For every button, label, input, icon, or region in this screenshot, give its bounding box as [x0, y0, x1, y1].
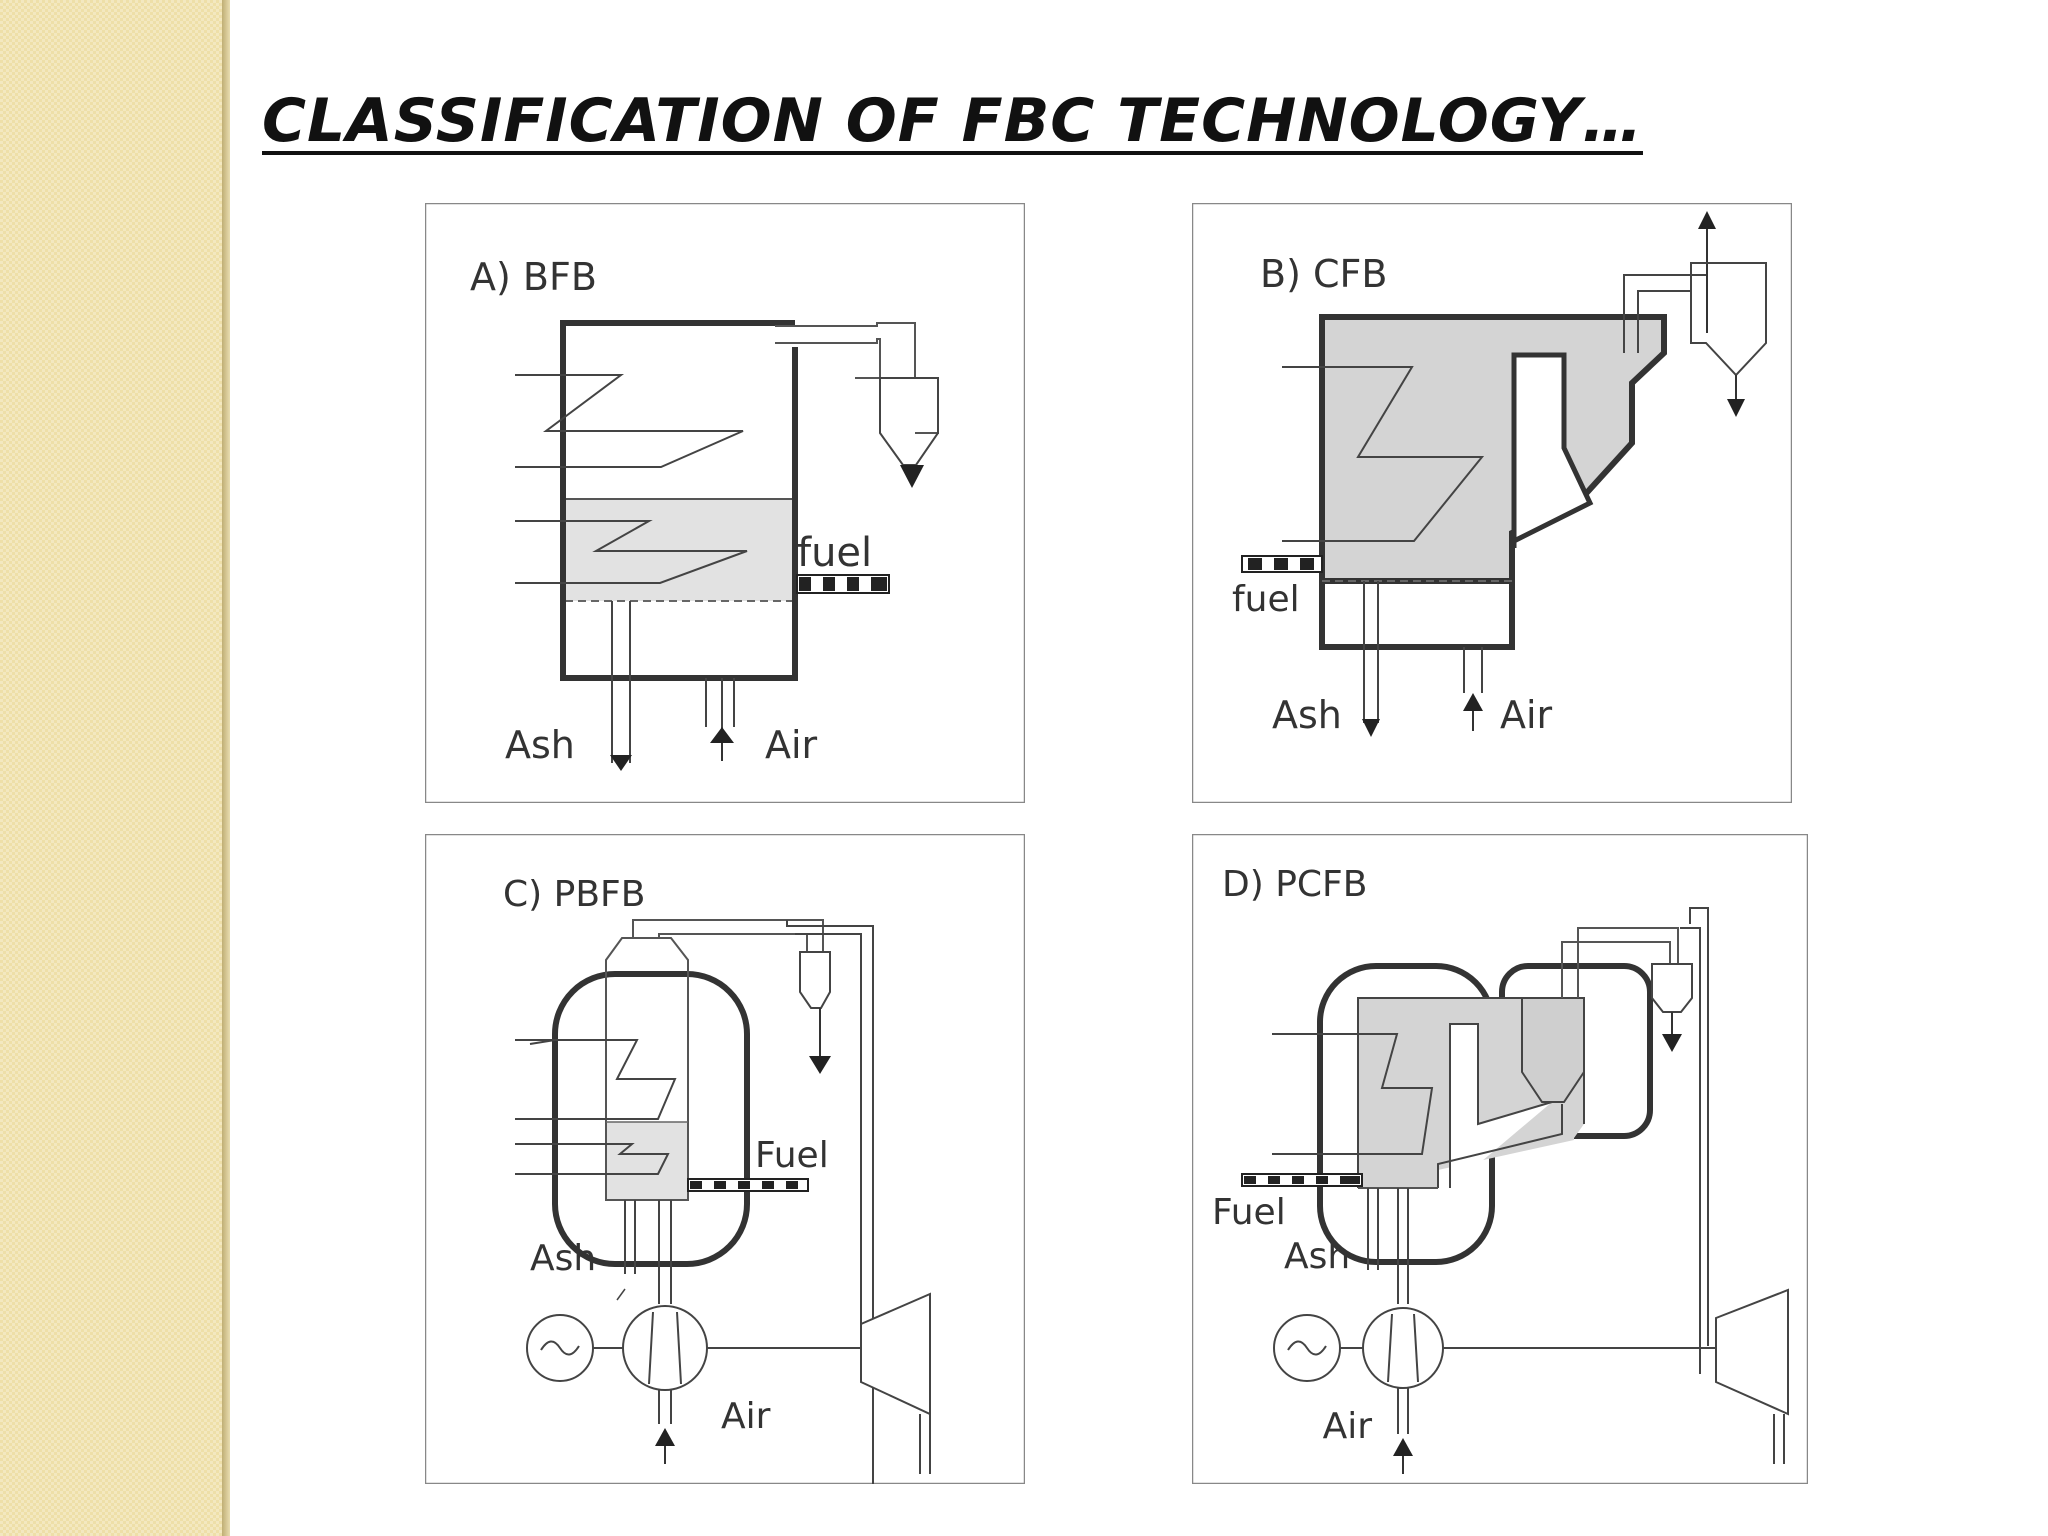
pcfb-fuel-label: Fuel — [1212, 1192, 1286, 1233]
pbfb-flue-duct-inner — [658, 933, 808, 952]
cfb-ash-label: Ash — [1272, 693, 1342, 737]
panel-pbfb: C) PBFB Fuel Ash Air — [425, 834, 1025, 1484]
pcfb-flue-duct-inner — [1577, 927, 1679, 998]
pbfb-title: C) PBFB — [503, 874, 645, 915]
pbfb-fuel-feeder-mark — [786, 1181, 798, 1189]
bfb-fuel-feeder — [796, 574, 890, 594]
pbfb-fuel-feeder-mark — [714, 1181, 726, 1189]
cfb-title: B) CFB — [1260, 252, 1387, 296]
side-stripe-edge — [222, 0, 230, 1536]
pcfb-gas-to-turbine-outer — [1689, 907, 1709, 1346]
pcfb-fuel-feeder-mark — [1340, 1176, 1360, 1184]
decorative-side-stripe — [0, 0, 222, 1536]
cfb-air-arrow — [1463, 693, 1483, 711]
pcfb-air-label: Air — [1323, 1406, 1373, 1447]
pcfb-compressor-blades — [1387, 1313, 1419, 1383]
bfb-cyclone-down-arrow — [900, 465, 924, 488]
bfb-air-arrow — [710, 727, 734, 743]
cfb-lower-combustor-wall — [1319, 578, 1515, 650]
pbfb-generator-sine-icon — [540, 1340, 580, 1356]
bfb-fuel-feeder-mark — [847, 577, 859, 591]
panel-cfb: B) CFB fuel Ash Air — [1192, 203, 1792, 803]
pbfb-gas-to-turbine-inner — [795, 933, 862, 1324]
pbfb-flue-duct-outer — [632, 919, 824, 952]
cfb-air-label: Air — [1500, 693, 1553, 737]
cfb-fuel-feeder-mark — [1274, 558, 1288, 570]
cfb-heat-exchanger — [1282, 366, 1485, 542]
pcfb-fuel-feeder-mark — [1292, 1176, 1304, 1184]
pbfb-ash-label: Ash — [530, 1238, 596, 1279]
pbfb-compressor-blades — [648, 1311, 682, 1385]
pcfb-air-arrow — [1393, 1438, 1413, 1456]
bfb-air-label: Air — [765, 723, 818, 767]
pbfb-upper-heat-exchanger — [515, 1039, 677, 1120]
bfb-combustor-wall — [560, 320, 798, 681]
pbfb-panel-frame — [425, 834, 1025, 1484]
bfb-fuel-feeder-mark — [799, 577, 811, 591]
bfb-fuel-feeder-mark — [871, 577, 887, 591]
pcfb-fuel-feeder-mark — [1244, 1176, 1256, 1184]
pcfb-flue-duct-outer — [1561, 941, 1671, 998]
cfb-return-leg — [1511, 352, 1594, 548]
pcfb-fuel-feeder-mark — [1316, 1176, 1328, 1184]
bfb-bed-heat-exchanger — [515, 520, 748, 584]
pbfb-combustor — [605, 937, 689, 1201]
cfb-gas-out-arrow — [1698, 211, 1716, 229]
cfb-ash-arrow — [1362, 719, 1380, 737]
pbfb-air-label: Air — [721, 1396, 771, 1437]
bfb-ash-label: Ash — [505, 723, 575, 767]
pcfb-cyclone — [1521, 997, 1585, 1103]
pbfb-fuel-feeder-mark — [738, 1181, 750, 1189]
pcfb-fuel-feeder-mark — [1268, 1176, 1280, 1184]
pcfb-generator-sine-icon — [1287, 1340, 1327, 1356]
bfb-upper-heat-exchanger — [515, 374, 744, 468]
cfb-fuel-feeder-mark — [1248, 558, 1262, 570]
cfb-gas-fill — [1322, 317, 1664, 581]
pbfb-ash-discharge-mark — [616, 1288, 626, 1301]
cfb-fuel-label: fuel — [1232, 579, 1300, 620]
bfb-ash-arrow — [610, 755, 632, 771]
pcfb-gas-to-turbine-inner — [1680, 927, 1701, 1374]
bfb-title: A) BFB — [470, 255, 597, 299]
pbfb-air-arrow — [655, 1428, 675, 1446]
pbfb-cyclone-down-arrow — [809, 1056, 831, 1074]
pcfb-return-leg — [1449, 1023, 1553, 1188]
pcfb-panel-frame — [1192, 834, 1808, 1484]
pbfb-bed-heat-exchanger — [515, 1143, 670, 1175]
cfb-fuel-feeder-mark — [1300, 558, 1314, 570]
bfb-fuel-label: fuel — [797, 530, 872, 576]
pcfb-secondary-cyclone — [1651, 963, 1693, 1013]
pbfb-gas-to-turbine-outer — [786, 920, 874, 1484]
pcfb-secondary-cyclone-down-arrow — [1662, 1034, 1682, 1052]
panel-bfb: A) BFB fuel Ash Air — [425, 203, 1025, 803]
pbfb-fuel-label: Fuel — [755, 1135, 829, 1176]
pcfb-title: D) PCFB — [1222, 864, 1367, 905]
pcfb-heat-exchanger — [1272, 1033, 1434, 1155]
bfb-flue-duct-inner — [775, 338, 881, 379]
pcfb-ash-label: Ash — [1284, 1236, 1350, 1277]
pbfb-fuel-feeder-mark — [762, 1181, 774, 1189]
bfb-fuel-feeder-mark — [823, 577, 835, 591]
panel-pcfb: D) PCFB Fuel Ash Air — [1192, 834, 1808, 1484]
pbfb-compressor — [622, 1305, 708, 1391]
pcfb-loop-seal — [1437, 1104, 1563, 1188]
pcfb-compressor — [1362, 1307, 1444, 1389]
pbfb-fuel-feeder-mark — [690, 1181, 702, 1189]
pbfb-cyclone — [799, 951, 831, 1009]
cfb-cyclone-down-arrow — [1727, 399, 1745, 417]
pbfb-bed-fill — [606, 1122, 688, 1200]
pcfb-gas-turbine — [1715, 1288, 1789, 1416]
slide-title: CLASSIFICATION OF FBC TECHNOLOGY… — [262, 86, 1643, 156]
